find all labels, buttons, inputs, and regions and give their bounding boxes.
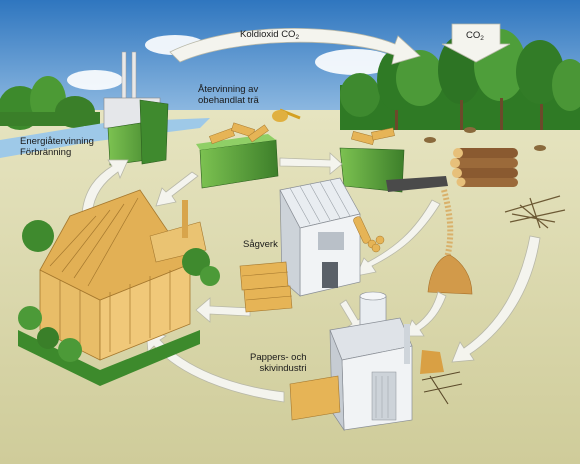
forest-left <box>0 76 100 130</box>
energi-line1: Energiåtervinning <box>20 136 94 147</box>
board-stack <box>289 350 463 421</box>
chip-container <box>339 127 448 193</box>
tree-stumps <box>424 127 546 151</box>
paper-mill <box>329 291 413 432</box>
branch-pile <box>504 195 566 229</box>
koldioxid-label: Koldioxid CO2 <box>240 29 299 43</box>
sagverk-text: Sågverk <box>243 239 278 250</box>
pappers-line1: Pappers- och <box>250 352 307 363</box>
co2-text: CO <box>466 30 481 41</box>
co2-arrow-box <box>441 23 511 63</box>
log-pile <box>450 148 518 187</box>
atervinning-line1: Återvinning av <box>198 84 259 95</box>
bushes <box>18 220 220 362</box>
power-plant <box>103 51 169 166</box>
sagverk-label: Sågverk <box>243 239 278 250</box>
co2-label: CO2 <box>466 30 484 44</box>
co2-subscript: 2 <box>480 35 484 42</box>
koldioxid-text: Koldioxid CO <box>240 29 296 40</box>
energi-label: Energiåtervinning Förbränning <box>20 136 94 158</box>
koldioxid-subscript: 2 <box>295 34 300 41</box>
chip-stream <box>441 189 454 263</box>
koldioxid-arrow <box>169 28 421 65</box>
atervinning-label: Återvinning av obehandlat trä <box>198 84 259 106</box>
house-frame <box>18 189 207 386</box>
crane <box>272 108 301 122</box>
lumber-stacks <box>239 261 293 313</box>
pappers-line2: skivindustri <box>259 363 307 374</box>
cycle-arrows <box>81 152 541 403</box>
chip-pile <box>427 254 473 295</box>
energi-line2: Förbränning <box>20 147 72 158</box>
wood-container <box>196 122 279 189</box>
atervinning-line2: obehandlat trä <box>198 95 259 106</box>
pappers-label: Pappers- och skivindustri <box>250 352 307 374</box>
